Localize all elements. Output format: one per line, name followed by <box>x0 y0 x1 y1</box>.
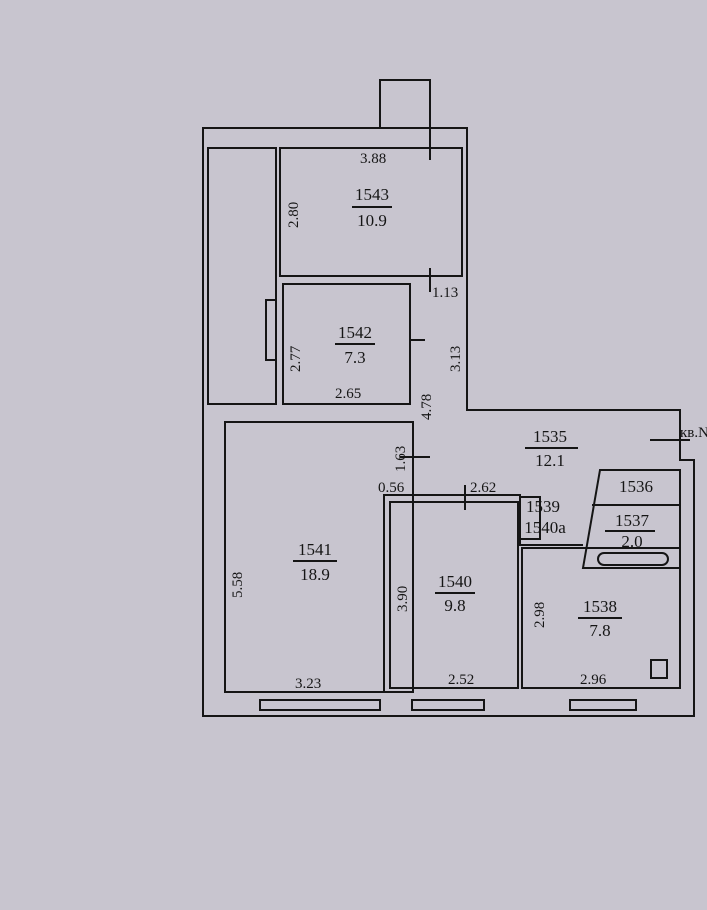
room-1536-1537 <box>581 469 681 569</box>
dim-label: 0.56 <box>378 480 405 496</box>
svg-text:10.9: 10.9 <box>357 211 387 230</box>
window <box>265 299 277 361</box>
dim-label: 3.88 <box>360 151 386 167</box>
room-1542 <box>282 283 411 405</box>
svg-text:9.8: 9.8 <box>444 596 465 615</box>
dim-label: 1.13 <box>432 285 458 301</box>
svg-text:1537: 1537 <box>615 511 650 530</box>
svg-text:1543: 1543 <box>355 185 389 204</box>
dim-label: 2.52 <box>448 672 474 688</box>
dim-label: 2.80 <box>286 202 302 228</box>
room-1539 <box>519 496 541 540</box>
svg-text:7.3: 7.3 <box>344 348 365 367</box>
apartment-label: кв.N <box>680 425 707 441</box>
dim-label: 3.23 <box>295 676 321 692</box>
room-label-1541: 1541 18.9 <box>293 540 337 584</box>
room-1538 <box>521 547 681 689</box>
window <box>259 699 381 711</box>
dim-label: 5.58 <box>230 572 246 598</box>
svg-text:1540: 1540 <box>438 572 472 591</box>
room-label-1539: 1539 <box>526 497 560 516</box>
vent-shaft <box>379 79 431 129</box>
dim-label: 4.78 <box>419 394 435 420</box>
room-label-1540a: 1540а <box>524 518 566 537</box>
room-label-1543: 1543 10.9 <box>352 185 392 230</box>
outer-wall <box>202 127 695 717</box>
svg-text:2.0: 2.0 <box>621 532 642 551</box>
bathtub <box>597 552 669 566</box>
svg-text:12.1: 12.1 <box>535 451 565 470</box>
dim-label: 2.62 <box>470 480 496 496</box>
room-1541 <box>224 421 414 693</box>
room-label-1535: 1535 12.1 <box>525 427 578 470</box>
room-label-1540: 1540 9.8 <box>435 572 475 615</box>
corridor-wall <box>207 147 277 405</box>
svg-text:1541: 1541 <box>298 540 332 559</box>
svg-text:7.8: 7.8 <box>589 621 610 640</box>
room-label-1537: 1537 2.0 <box>605 511 655 551</box>
stove-icon <box>650 659 668 679</box>
window <box>411 699 485 711</box>
room-label-1536: 1536 <box>619 477 653 496</box>
room-label-1538: 1538 7.8 <box>578 597 622 640</box>
svg-text:1535: 1535 <box>533 427 567 446</box>
dim-label: 3.13 <box>448 346 464 372</box>
svg-text:18.9: 18.9 <box>300 565 330 584</box>
dim-label: 2.65 <box>335 386 361 402</box>
dim-label: 3.90 <box>395 586 411 612</box>
dim-label: 2.98 <box>532 602 548 628</box>
svg-text:1542: 1542 <box>338 323 372 342</box>
room-1543 <box>279 147 463 277</box>
dim-label: 2.96 <box>580 672 607 688</box>
dim-label: 1.63 <box>393 446 409 472</box>
window <box>569 699 637 711</box>
dim-label: 2.77 <box>288 345 304 372</box>
room-label-1542: 1542 7.3 <box>335 323 375 367</box>
svg-text:1538: 1538 <box>583 597 617 616</box>
room-1540 <box>389 501 519 689</box>
